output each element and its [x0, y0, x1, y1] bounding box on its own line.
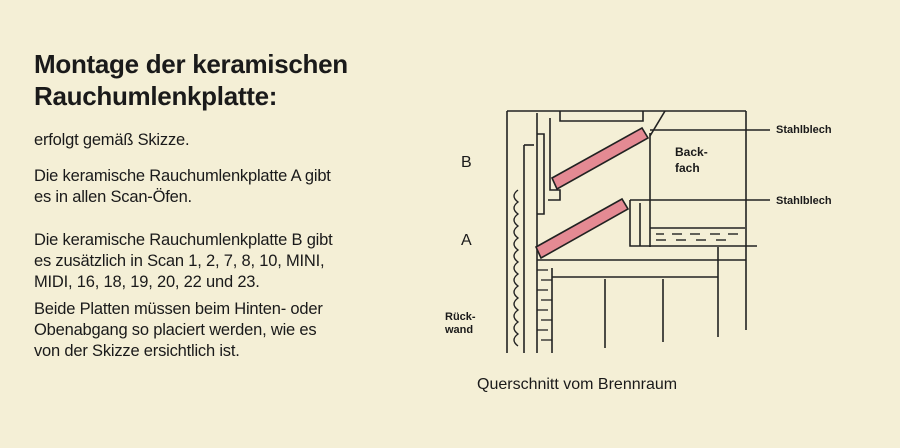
label-rueckwand: Rück- wand [445, 311, 476, 336]
paragraph-1: erfolgt gemäß Skizze. [34, 131, 190, 149]
label-b: B [461, 154, 472, 171]
ceramic-plate-b [550, 126, 650, 191]
ceramic-plate-a [534, 197, 630, 260]
label-stahlblech-bottom: Stahlblech [776, 195, 832, 207]
paragraph-4: Beide Platten müssen beim Hinten- oder O… [34, 300, 323, 360]
paragraph-3: Die keramische Rauchumlenkplatte B gibt … [34, 231, 333, 291]
section-title: Montage der keramischen Rauchumlenkplatt… [34, 49, 348, 111]
label-stahlblech-top: Stahlblech [776, 124, 832, 136]
label-backfach: Back- fach [675, 145, 708, 175]
paragraph-2: Die keramische Rauchumlenkplatte A gibt … [34, 167, 331, 206]
diagram-caption: Querschnitt vom Brennraum [477, 376, 678, 393]
label-a: A [461, 232, 472, 249]
